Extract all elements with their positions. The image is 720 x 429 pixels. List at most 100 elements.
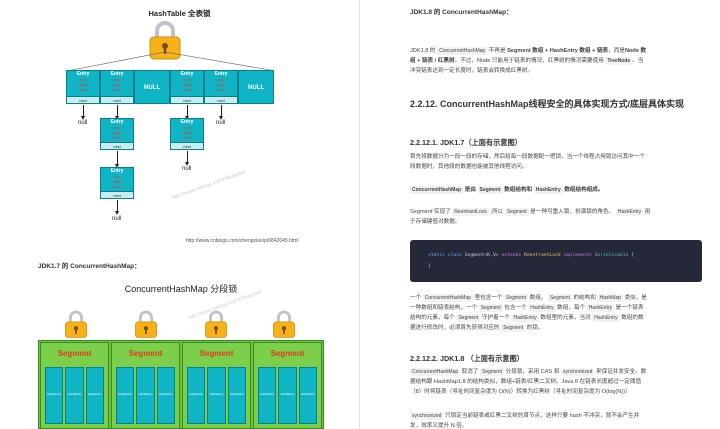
- synchronized-paragraph: synchronized 只锁定当前链表或红黑二叉树的首节点，这样只要 hash…: [410, 411, 712, 429]
- entry-next: next: [101, 191, 133, 198]
- hashentry: HashEntry: [156, 367, 175, 424]
- text: 取消了: [461, 369, 479, 375]
- class-name: ReentrantLock: [524, 253, 561, 258]
- inline-code: HashEntry: [511, 314, 539, 322]
- entry-label: Entry: [214, 71, 228, 77]
- text: 用: [644, 209, 651, 215]
- inline-code: Segment: [504, 294, 529, 302]
- text: 。不过，Node 只能用于链表的情况，红黑树的情况需要使用: [454, 58, 604, 64]
- left-page: HashTable 全表锁 Entry key value hash next …: [38, 0, 360, 429]
- hashentry: HashEntry: [207, 367, 226, 424]
- entry-key: key: [79, 77, 87, 82]
- text: 守护着一个: [481, 315, 510, 321]
- inline-code: ConcurrentHashMap: [410, 368, 461, 376]
- code-line: }: [428, 264, 431, 269]
- watermark: http://www.cnblogs.com/chengxiao/: [171, 168, 247, 202]
- inline-code: ConcurrentHashMap: [437, 47, 488, 55]
- null-text: null: [216, 120, 226, 126]
- inline-code: Segment: [477, 186, 503, 194]
- text: 分段锁，采用 CAS 和: [505, 369, 560, 375]
- class-name: Serializable: [594, 253, 629, 258]
- text: 冲突链表达到一定长度时，链表会转换成红黑树。: [410, 68, 534, 74]
- entry-next: next: [171, 142, 203, 149]
- segment-diagram-title: ConcurrentHashMap 分段锁: [124, 284, 238, 294]
- text: 只锁定当前链表或红黑二叉树的首节点，这样只要 hash 不冲突，就不会产生并: [445, 413, 640, 419]
- entry-hash: hash: [112, 135, 122, 140]
- inline-code: synchronized: [410, 412, 444, 420]
- bold-text: Segment 数组 + HashEntry 数组 + 链表: [507, 48, 609, 54]
- text: 数组的数: [621, 315, 644, 321]
- inline-code: Segment: [547, 294, 572, 302]
- inline-code: ConcurrentHashMap: [422, 294, 473, 302]
- entry-key: key: [113, 174, 121, 179]
- hashentry: HashEntry: [85, 367, 104, 424]
- keyword: implements: [563, 253, 592, 258]
- inline-code: Segment: [504, 208, 529, 216]
- bold-text: 组 + 链表 / 红黑树: [410, 58, 455, 64]
- keyword: static: [428, 253, 445, 258]
- entry-next: next: [171, 96, 203, 103]
- text: 是一个链表: [615, 305, 644, 311]
- pointer-arrow: [81, 105, 85, 120]
- text: 数组。: [529, 295, 547, 301]
- null-text: null: [112, 216, 122, 222]
- section-2-2-12-2-heading: 2.2.12.2. JDK1.8 （上面有示意图）: [410, 354, 524, 363]
- text: 是一种可重入锁，扮演锁的角色。: [530, 209, 615, 215]
- hashtable-title: HashTable 全表锁: [148, 9, 211, 18]
- text: 来保证并发安全。数: [596, 369, 647, 375]
- entry-cell: Entry key value hash next: [66, 70, 100, 104]
- bold-text: 数组结构和: [504, 187, 533, 193]
- keyword: extends: [501, 253, 522, 258]
- text: 据进行修改时，必须首先获得对应的: [410, 325, 500, 331]
- text: 于存储键值对数据。: [410, 219, 461, 225]
- hashentry: HashEntry: [227, 367, 246, 424]
- hashentry: HashEntry: [298, 367, 317, 424]
- segment-paragraph: 首先将数据分为一段一段的存储，然后给每一段数据配一把锁，当一个线程占用锁访问其中…: [410, 152, 710, 172]
- inline-code: Segment: [478, 304, 503, 312]
- entry-cell: Entry key value hash next: [100, 118, 134, 150]
- code-line: static class Segment<K,V> extends Reentr…: [428, 253, 634, 258]
- text: JDK1.8 的: [410, 48, 436, 54]
- inline-code: HashEntry: [615, 208, 644, 216]
- segment-label: Segment: [270, 349, 305, 358]
- inline-code: HashMap: [597, 294, 623, 302]
- entry-label: Entry: [110, 168, 124, 174]
- lock-icon: [205, 310, 227, 338]
- text: 段数据时，其他段的数据也能被其他线程访问。: [410, 164, 528, 170]
- entry-value: value: [182, 82, 192, 87]
- inline-code: HashEntry: [592, 314, 620, 322]
- section-2-2-12-heading: 2.2.12. ConcurrentHashMap线程安全的具体实现方式/底层具…: [410, 99, 685, 109]
- entry-label: Entry: [180, 119, 194, 125]
- text: 里包含一个: [474, 295, 503, 301]
- text: 类似，是: [624, 295, 647, 301]
- entry-next: next: [101, 96, 133, 103]
- jdk17-heading: JDK1.7 的 ConcurrentHashMap：: [38, 263, 141, 270]
- hashentry: HashEntry: [258, 367, 277, 424]
- entry-value: value: [112, 130, 122, 135]
- text: 据结构跟 HashMap1.8 的结构类似，数组+链表/红黑二叉树。Java 8…: [410, 379, 642, 385]
- segment-label: Segment: [128, 349, 163, 358]
- entry-label: Entry: [110, 119, 124, 125]
- text: ，而是: [608, 48, 625, 54]
- hashentry: HashEntry: [116, 367, 135, 424]
- inline-code: Segment: [480, 368, 505, 376]
- pointer-arrow: [115, 200, 119, 215]
- right-page: JDK1.8 的 ConcurrentHashMap： JDK1.8 的 Con…: [361, 0, 720, 429]
- entry-key: key: [183, 125, 191, 130]
- entry-cell: Entry key value hash next: [100, 70, 134, 104]
- entry-key: key: [113, 125, 121, 130]
- inline-code: HashEntry: [586, 304, 615, 312]
- hashentry: HashEntry: [136, 367, 155, 424]
- entry-value: value: [112, 179, 122, 184]
- entry-next: next: [67, 96, 99, 103]
- code-block[interactable]: static class Segment<K,V> extends Reentr…: [410, 240, 702, 282]
- text: 首先将数据分为一段一段的存储，然后给每一段数据配一把锁，当一个线程占用锁访问其中…: [410, 154, 645, 160]
- entry-label: Entry: [76, 71, 90, 77]
- keyword: class: [447, 253, 462, 258]
- entry-cell: Entry key value hash next: [170, 118, 204, 150]
- entry-hash: hash: [78, 87, 88, 92]
- source-link[interactable]: http://www.cnblogs.com/chengxiao/p/68420…: [186, 238, 299, 244]
